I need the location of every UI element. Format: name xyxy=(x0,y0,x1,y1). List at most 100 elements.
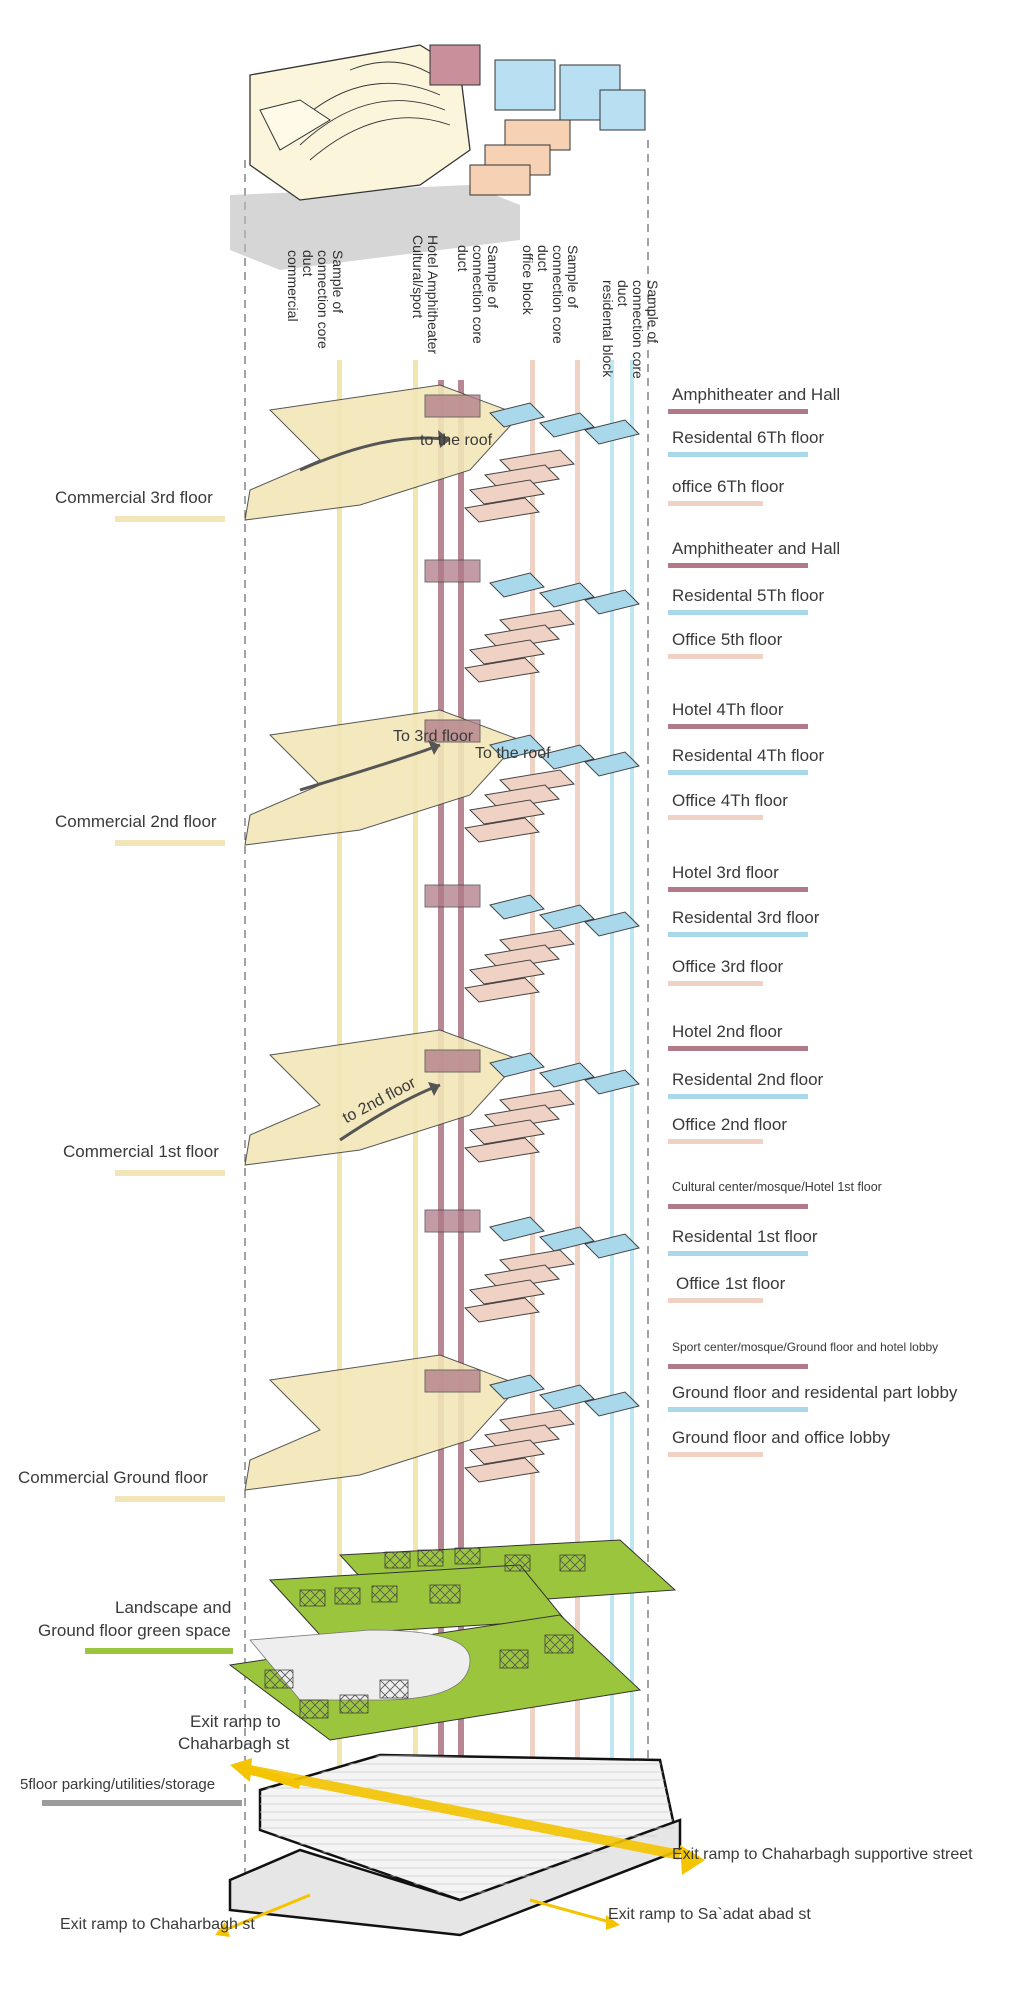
legend-bar-office xyxy=(668,501,763,506)
legend-bar-parking xyxy=(42,1800,242,1806)
office-plate xyxy=(498,769,576,795)
office-plate xyxy=(483,1264,561,1290)
hotel-floor-plate xyxy=(424,884,481,908)
right-label-1: Residental 6Th floor xyxy=(672,428,825,447)
right-label-18: Sport center/mosque/Ground floor and hot… xyxy=(672,1340,939,1354)
right-label-22: Exit ramp to Sa`adat abad st xyxy=(608,1906,811,1923)
legend-bar-hotel xyxy=(668,1364,808,1369)
office-plate xyxy=(498,449,576,475)
right-label-17: Office 1st floor xyxy=(676,1274,786,1293)
legend-bar-hotel xyxy=(668,724,808,729)
office-plate xyxy=(463,1137,541,1163)
office-plate xyxy=(498,1089,576,1115)
label-exit-ramp-chaharbagh: Exit ramp to Chaharbagh st xyxy=(60,1916,255,1933)
legend-bar-landscape xyxy=(85,1648,233,1654)
hotel-floor-plate xyxy=(424,559,481,583)
legend-bar-commercial xyxy=(115,1170,225,1176)
residential-unit xyxy=(584,1391,640,1417)
legend-bar-hotel xyxy=(668,409,808,414)
right-label-15: Cultural center/mosque/Hotel 1st floor xyxy=(672,1180,882,1194)
legend-bar-office xyxy=(668,815,763,820)
legend-bar-office xyxy=(668,654,763,659)
right-label-11: Office 3rd floor xyxy=(672,957,784,976)
residential-unit xyxy=(539,904,595,930)
office-plate xyxy=(468,639,546,665)
right-label-6: Hotel 4Th floor xyxy=(672,700,784,719)
label-exit-ramp-top: Exit ramp to xyxy=(190,1712,281,1731)
office-plate xyxy=(463,1457,541,1483)
office-plate xyxy=(483,784,561,810)
residential-unit xyxy=(584,1233,640,1259)
annotation-to-the-roof: to the roof xyxy=(420,432,493,449)
residential-unit xyxy=(489,402,545,428)
legend-bar-office xyxy=(668,981,763,986)
right-label-13: Residental 2nd floor xyxy=(672,1070,824,1089)
legend-bar-hotel xyxy=(668,1046,808,1051)
right-label-21: Exit ramp to Chaharbagh supportive stree… xyxy=(672,1846,973,1863)
legend-bar-commercial xyxy=(115,840,225,846)
office-plate xyxy=(468,1439,546,1465)
legend-bar-commercial xyxy=(115,516,225,522)
hotel-floor-plate xyxy=(424,394,481,418)
right-label-4: Residental 5Th floor xyxy=(672,586,825,605)
legend-bar-residential xyxy=(668,932,808,937)
residential-unit xyxy=(489,894,545,920)
office-plate xyxy=(498,609,576,635)
right-label-19: Ground floor and residental part lobby xyxy=(672,1383,958,1402)
label-landscape: Landscape and xyxy=(115,1598,232,1617)
hotel-floor-plate xyxy=(424,719,481,743)
residential-unit xyxy=(584,589,640,615)
office-plate xyxy=(468,1119,546,1145)
office-plate xyxy=(463,1297,541,1323)
residential-unit xyxy=(584,419,640,445)
office-plate xyxy=(468,1279,546,1305)
residential-unit xyxy=(539,582,595,608)
office-plate xyxy=(498,1249,576,1275)
residential-unit xyxy=(539,1384,595,1410)
right-label-16: Residental 1st floor xyxy=(672,1227,818,1246)
right-label-9: Hotel 3rd floor xyxy=(672,863,779,882)
right-label-14: Office 2nd floor xyxy=(672,1115,787,1134)
residential-unit xyxy=(539,1226,595,1252)
annotation-to-3rd-floor: To 3rd floor xyxy=(393,728,474,745)
office-plate xyxy=(483,624,561,650)
residential-unit xyxy=(584,911,640,937)
hotel-floor-plate xyxy=(424,1369,481,1393)
residential-unit xyxy=(489,1216,545,1242)
annotation-to-the-roof-2: To the roof xyxy=(475,745,551,762)
office-plate xyxy=(468,799,546,825)
legend-bar-office xyxy=(668,1298,763,1303)
legend-bar-residential xyxy=(668,1094,808,1099)
parking-podium xyxy=(215,1753,705,1937)
right-label-12: Hotel 2nd floor xyxy=(672,1022,783,1041)
residential-unit xyxy=(489,1374,545,1400)
arrow-heads xyxy=(428,430,450,1096)
right-label-7: Residental 4Th floor xyxy=(672,746,825,765)
legend-bar-hotel xyxy=(668,887,808,892)
label-ground-green-space: Ground floor green space xyxy=(38,1621,231,1640)
dashed-guide-lines xyxy=(244,140,649,1880)
legend-bar-residential xyxy=(668,1251,808,1256)
label-commercial-1st-floor: Commercial 1st floor xyxy=(63,1142,219,1161)
office-plate xyxy=(463,817,541,843)
residential-unit xyxy=(539,1062,595,1088)
residential-unit xyxy=(489,734,545,760)
right-label-20: Ground floor and office lobby xyxy=(672,1428,890,1447)
hotel-floor-plate xyxy=(424,1209,481,1233)
legend-bar-hotel xyxy=(668,563,808,568)
residential-unit xyxy=(489,572,545,598)
office-plate xyxy=(483,1424,561,1450)
right-label-5: Office 5th floor xyxy=(672,630,783,649)
residential-unit xyxy=(584,751,640,777)
right-label-3: Amphitheater and Hall xyxy=(672,539,841,558)
office-plate xyxy=(498,929,576,955)
right-label-10: Residental 3rd floor xyxy=(672,908,820,927)
office-plate xyxy=(498,1409,576,1435)
label-commercial-3rd-floor: Commercial 3rd floor xyxy=(55,488,213,507)
